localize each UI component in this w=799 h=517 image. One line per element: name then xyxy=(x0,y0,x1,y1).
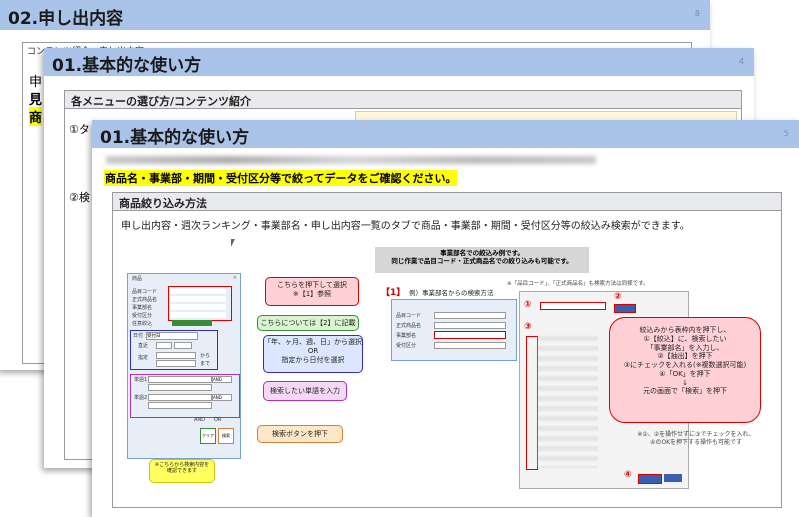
radio-recent[interactable]: 直近 xyxy=(138,343,149,349)
step3-marker: ③ xyxy=(524,322,532,332)
example-input-2[interactable] xyxy=(434,322,506,329)
example-input-division[interactable] xyxy=(434,331,506,339)
date-from-input[interactable] xyxy=(156,352,196,359)
keyword1-input[interactable] xyxy=(148,376,212,383)
example-label: 例）事業部名からの検索方法 xyxy=(409,289,494,297)
example-field-product-name: 正式商品名 xyxy=(396,323,422,329)
field-label-division: 事業部名 xyxy=(132,305,153,311)
keyword-highlight-box xyxy=(130,374,240,418)
date-label: 日付 xyxy=(133,333,144,339)
example-field-item-code: 品目コード xyxy=(396,313,422,319)
example-panel: 品目コード 正式商品名 事業部名 受付区分 xyxy=(391,299,517,361)
optional-filter-button[interactable] xyxy=(172,320,212,326)
slide-middle-item-1: ①タ xyxy=(69,123,90,136)
callout-search-button: 検索ボタンを押下 xyxy=(257,425,343,443)
field-label-product-name: 正式商品名 xyxy=(132,297,158,303)
slide-back-title: 02.申し出内容 xyxy=(8,9,124,29)
filter-panel-close-icon[interactable]: × xyxy=(232,275,237,281)
filter-panel: 商品 × 品目コード 正式商品名 事業部名 受付区分 任意絞込 日付 受付日 直… xyxy=(127,273,241,459)
keyword2-options[interactable] xyxy=(148,402,212,409)
blurred-text-line xyxy=(106,156,596,164)
date-from-label: から xyxy=(200,353,211,359)
slide-front-section-body: 申し出内容・週次ランキング・事業部名・申し出内容一覧のタブで商品・事業部・期間・… xyxy=(112,210,782,508)
example-input-1[interactable] xyxy=(434,312,506,319)
cancel-button[interactable] xyxy=(664,474,682,482)
example-banner: 事業部名での絞込み例です。 同じ作業で品目コード・正式商品名での絞り込みも可能で… xyxy=(375,247,589,273)
instruction-callout: 絞込みから表枠内を押下し、 ①【絞込】に、検索したい 「事業部名」を入力し、 ②… xyxy=(609,317,761,423)
slide-front-header: 01.基本的な使い方 5 xyxy=(92,120,799,148)
example-input-4[interactable] xyxy=(434,342,506,349)
slide-front-title: 01.基本的な使い方 xyxy=(100,128,250,148)
recent-input[interactable] xyxy=(156,342,172,349)
list-rows xyxy=(538,336,598,468)
slide-middle-section-title: 各メニューの選び方/コンテンツ紹介 xyxy=(64,90,742,110)
keyword1-options[interactable] xyxy=(148,384,212,391)
date-to-input[interactable] xyxy=(156,360,196,367)
slide-middle-title: 01.基本的な使い方 xyxy=(52,56,202,76)
keyword2-input[interactable] xyxy=(148,394,212,401)
date-highlight-box xyxy=(130,330,218,370)
field-input-stack[interactable] xyxy=(170,288,226,318)
keyword2-and-select[interactable]: AND xyxy=(212,394,232,401)
slide-back-page-number: 8 xyxy=(694,9,700,18)
example-field-reception: 受付区分 xyxy=(396,343,417,349)
field-label-optional: 任意絞込 xyxy=(132,321,153,327)
slide-middle-header: 01.基本的な使い方 4 xyxy=(44,48,754,76)
filter-panel-header: 商品 xyxy=(132,276,143,282)
radio-or[interactable]: OR xyxy=(214,417,222,423)
slide-back-char-3: 商 xyxy=(29,107,43,126)
date-to-label: まで xyxy=(200,361,211,367)
recent-unit-select[interactable] xyxy=(174,342,192,349)
slide-back-char-2: 見 xyxy=(29,93,43,108)
step2-marker: ② xyxy=(614,292,622,302)
ok-button[interactable] xyxy=(638,474,662,484)
description-text: 申し出内容・週次ランキング・事業部名・申し出内容一覧のタブで商品・事業部・期間・… xyxy=(121,221,690,232)
slide-front: 01.基本的な使い方 5 商品名・事業部・期間・受付区分等で絞ってデータをご確認… xyxy=(92,120,799,517)
checkbox-column[interactable] xyxy=(526,336,538,470)
slide-back-char-1: 申 xyxy=(29,75,43,90)
callout-see-section-2: こちらについては【2】に記載 xyxy=(257,315,359,331)
example-field-division: 事業部名 xyxy=(396,333,417,339)
keyword1-label: 単語1 xyxy=(134,377,148,383)
field-label-reception: 受付区分 xyxy=(132,313,153,319)
slide-front-page-number: 5 xyxy=(783,129,789,138)
callout-date-select: 「年、ヶ月、週、日」から選択 OR 指定から日付を選択 xyxy=(263,335,363,373)
example-bracket: 【1】 xyxy=(381,288,406,298)
keyword1-and-select[interactable]: AND xyxy=(212,376,232,383)
search-button[interactable]: 検索 xyxy=(218,428,234,444)
callout-keyword: 検索したい単語を入力 xyxy=(263,381,347,401)
example-note: ※「品目コード」、「正式商品名」も検索方法は同様です。 xyxy=(507,281,649,287)
radio-and[interactable]: AND xyxy=(194,417,206,423)
keyword2-label: 単語2 xyxy=(134,395,148,401)
filter-input-box[interactable] xyxy=(540,302,606,310)
field-label-item-code: 品目コード xyxy=(132,289,158,295)
slide-back-header: 02.申し出内容 8 xyxy=(0,0,710,30)
radio-specified[interactable]: 指定 xyxy=(138,355,149,361)
step4-marker: ④ xyxy=(624,470,632,480)
highlight-text: 商品名・事業部・期間・受付区分等で絞ってデータをご確認ください。 xyxy=(104,170,458,186)
slide-front-section-title: 商品絞り込み方法 xyxy=(112,192,782,212)
extract-button[interactable] xyxy=(614,304,636,313)
callout-check-search: ※こちらから検索内容を 確認できます xyxy=(149,459,215,483)
step1-marker: ① xyxy=(524,300,532,310)
date-select[interactable]: 受付日 xyxy=(146,332,198,340)
slide-middle-item-2: ②検 xyxy=(69,191,90,204)
instruction-footnote: ※①、②を操作せずに③でチェックを入れ、 ④のOKを押下する操作も可能です xyxy=(637,431,755,446)
mouse-cursor-icon xyxy=(231,239,235,247)
callout-select-fields: こちらを押下して選択 ※【1】参照 xyxy=(265,277,359,306)
slide-middle-page-number: 4 xyxy=(738,57,744,66)
clear-button[interactable]: クリア xyxy=(200,428,216,444)
